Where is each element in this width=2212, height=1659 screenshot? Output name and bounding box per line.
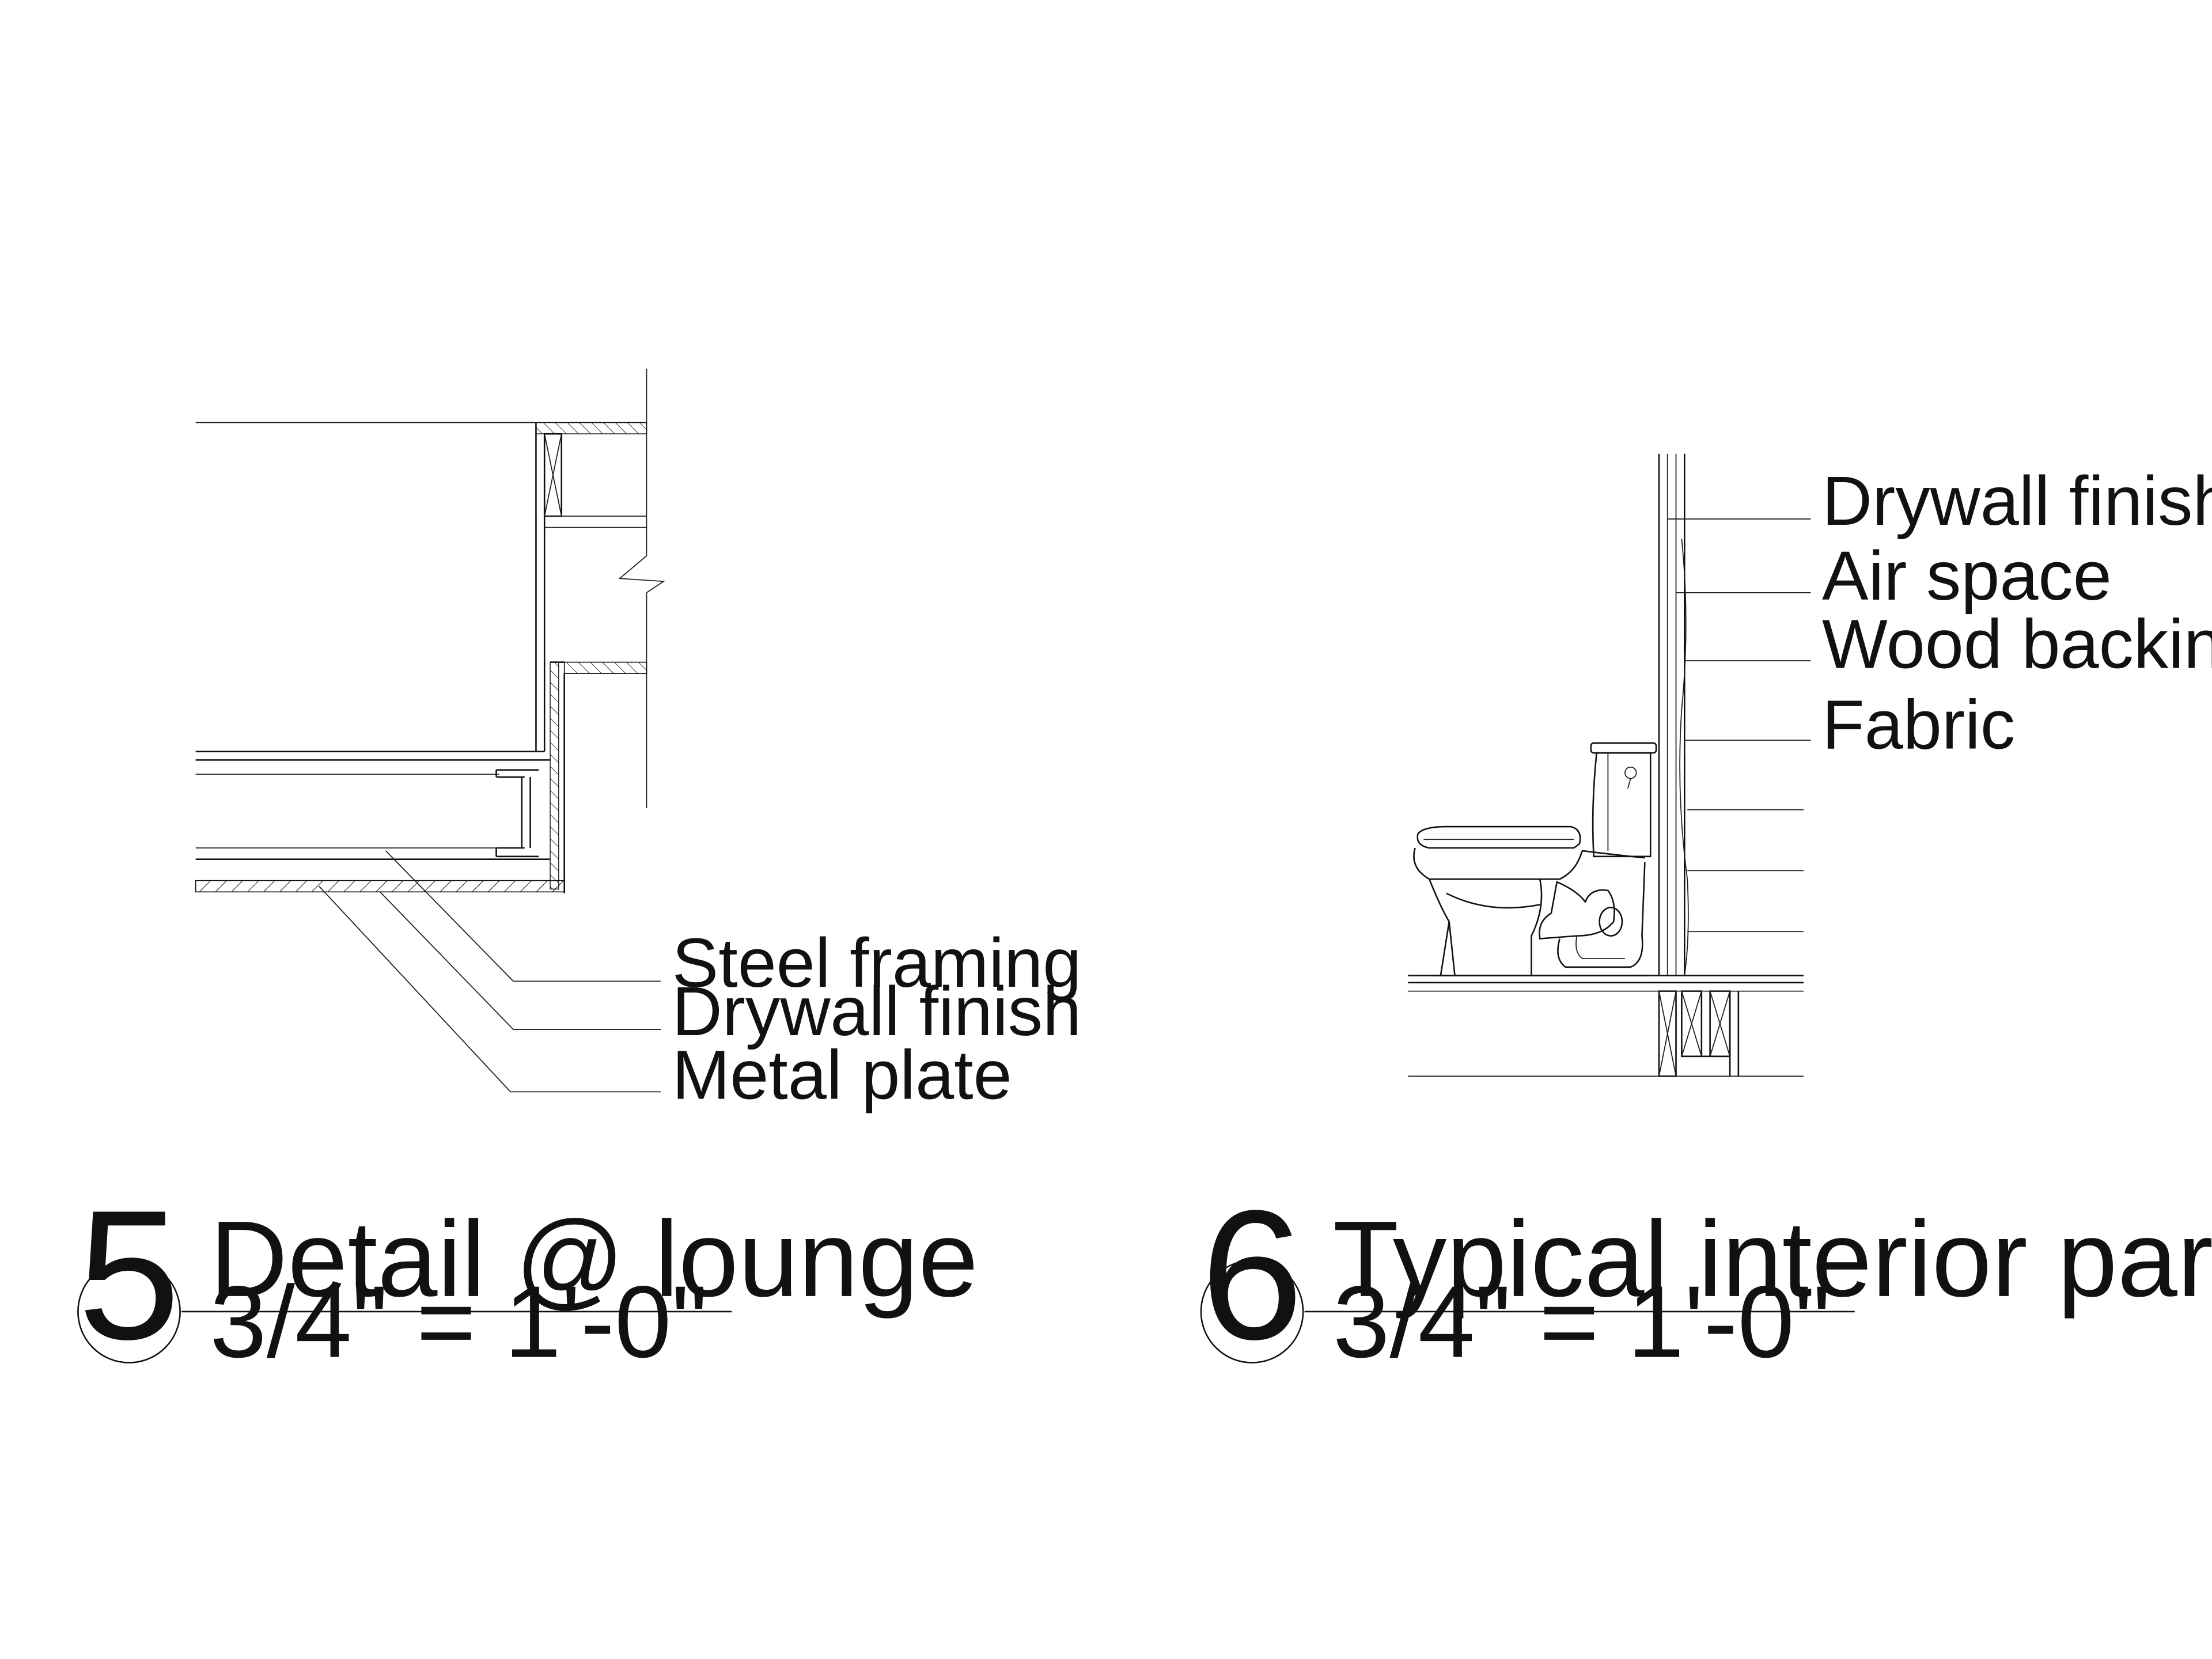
label-metal-plate: Metal plate [672, 1036, 1012, 1114]
detail-6-scale: 3/4" = 1'-0" [1333, 1265, 1831, 1379]
detail-6-title-block [1201, 1260, 1855, 1362]
detail-6-title: Typical interior partition @ bathroom [1333, 1199, 2212, 1319]
toilet-icon [1414, 743, 1656, 976]
label-fabric: Fabric [1822, 686, 2015, 764]
detail-5-scale: 3/4" = 1'-0" [210, 1265, 707, 1379]
detail-6-number: 6 [1201, 1172, 1304, 1378]
label-wood-backing: Wood backing [1822, 605, 2212, 683]
label-steel-framing: Steel framing [672, 924, 1082, 1002]
label-air-space: Air space [1822, 537, 2112, 615]
detail-5-number: 5 [78, 1172, 180, 1378]
label-drywall-finish-5-8: Drywall finish (5/8") [1822, 462, 2212, 540]
detail-5-lounge-drawing [196, 369, 664, 1092]
detail-5-title: Detail @ lounge [210, 1199, 978, 1319]
detail-number-bubble [1201, 1260, 1303, 1362]
detail-number-bubble [78, 1260, 180, 1362]
label-drywall-finish: Drywall finish [672, 972, 1081, 1050]
detail-5-title-block [78, 1260, 732, 1362]
detail-6-bathroom-drawing [1408, 454, 1810, 1077]
